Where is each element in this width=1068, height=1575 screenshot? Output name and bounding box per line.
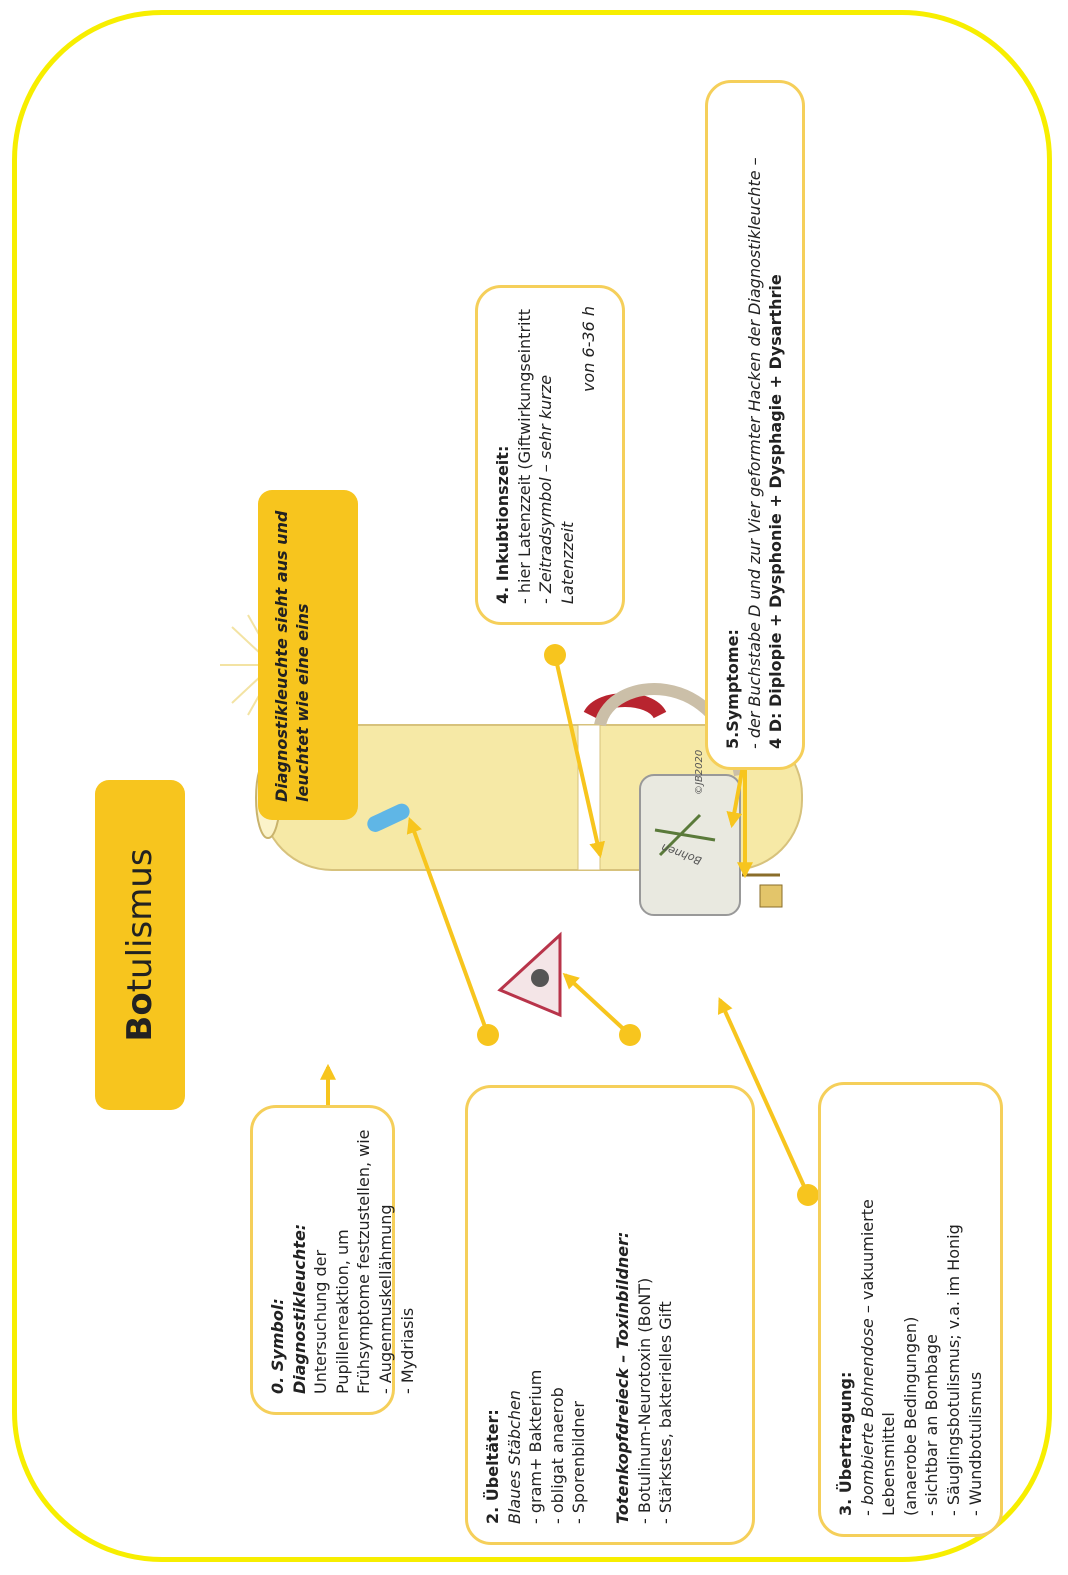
transmission-line: - Säuglingsbotulismus; v.a. im Honig	[943, 1224, 963, 1516]
title-rest-part: tulismus	[120, 848, 160, 993]
transmission-can: - bombierte Bohnendose	[857, 1318, 877, 1516]
symptoms-line: - der Buchstabe D und zur Vier geformter…	[744, 157, 764, 749]
incubation-box: 4. Inkubtionszeit: - hier Latenzzeit (Gi…	[475, 285, 625, 625]
lamp-note-text: Diagnostikleuchte sieht aus und leuchtet…	[272, 510, 312, 802]
symbol-line: - Mydriasis	[397, 1307, 417, 1394]
skull-triangle-icon	[497, 931, 562, 1018]
lamp-note: Diagnostikleuchte sieht aus und leuchtet…	[258, 490, 358, 820]
incubation-line: - Zeitradsymbol – sehr kurze Latenzzeit	[536, 374, 577, 604]
incubation-heading: 4. Inkubtionszeit:	[493, 445, 512, 604]
transmission-line: - Wundbotulismus	[965, 1371, 985, 1516]
title-badge: Botulismus	[95, 780, 185, 1110]
toxin-heading: Totenkopfdreieck – Toxinbildner:	[612, 1231, 632, 1524]
toxin-line: - Stärkstes, bakterielles Gift	[656, 1301, 676, 1524]
transmission-heading: 3. Übertragung:	[836, 1371, 855, 1516]
transmission-line: (anaerobe Bedingungen)	[900, 1316, 920, 1516]
culprit-line: - Sporenbildner	[569, 1401, 589, 1524]
toxin-line: - Botulinum-Neurotoxin (BoNT)	[634, 1277, 654, 1524]
symptoms-box: 5.Symptome: - der Buchstabe D und zur Vi…	[705, 80, 805, 770]
incubation-line: von 6-36 h	[579, 306, 599, 393]
culprit-box: 2. Übeltäter: Blaues Stäbchen - gram+ Ba…	[465, 1085, 755, 1545]
title-bold-part: Bo	[120, 992, 160, 1042]
incubation-line: - hier Latenzzeit (Giftwirkungseintritt	[514, 308, 534, 604]
page-title: Botulismus	[120, 848, 160, 1041]
lamp-switch	[759, 884, 783, 908]
symbol-line: Untersuchung der Pupillenreaktion, um	[311, 1229, 352, 1394]
transmission-line: - sichtbar an Bombage	[922, 1334, 942, 1516]
symbol-line: Frühsymptome festzustellen, wie	[354, 1129, 374, 1394]
symbol-heading: 0. Symbol: Diagnostikleuchte:	[268, 1223, 309, 1394]
symptoms-heading: 5.Symptome:	[723, 629, 742, 749]
culprit-line: - obligat anaerob	[547, 1387, 567, 1524]
page-frame	[12, 10, 1052, 1562]
symbol-box: 0. Symbol: Diagnostikleuchte: Untersuchu…	[250, 1105, 417, 1415]
culprit-heading: 2. Übeltäter:	[483, 1409, 502, 1524]
culprit-subheading: Blaues Stäbchen	[504, 1390, 524, 1524]
copyright-mark: ©JB2020	[694, 749, 705, 795]
transmission-box: 3. Übertragung: - bombierte Bohnendose –…	[818, 1082, 1003, 1537]
blue-rod-bacterium	[367, 803, 410, 832]
symbol-line: - Augenmuskellähmung	[375, 1204, 395, 1394]
culprit-line: - gram+ Bakterium	[526, 1369, 546, 1524]
symptoms-line: 4 D: Diplopie + Dysphonie + Dysphagie + …	[766, 274, 786, 749]
bean-can	[639, 774, 741, 916]
